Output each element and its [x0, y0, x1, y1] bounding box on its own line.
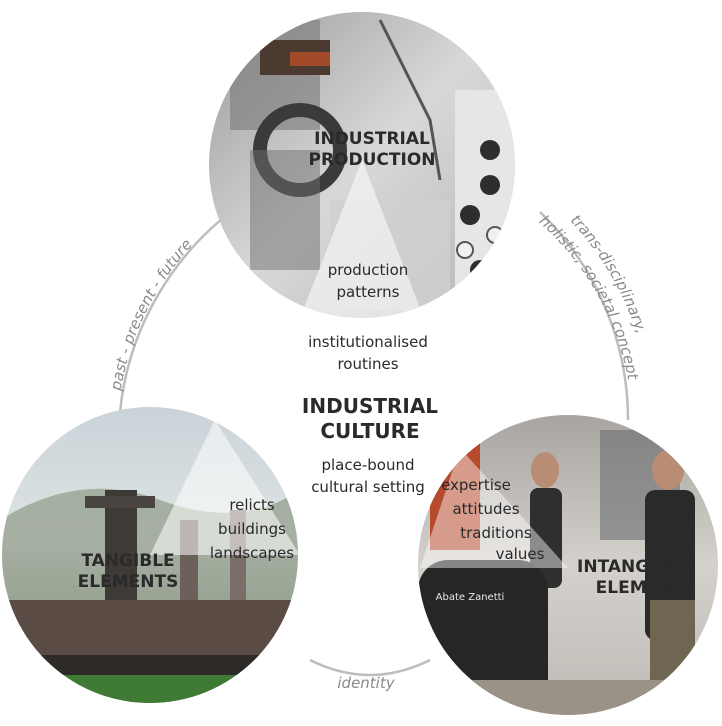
center-labels: institutionalised routines INDUSTRIAL CU…	[302, 333, 438, 496]
top-inner-line1: production	[328, 261, 409, 279]
steelworks-photo	[2, 407, 298, 703]
center-title-line2: CULTURE	[320, 419, 419, 443]
right-title-line1: INTANGIBLE	[577, 557, 691, 577]
arc-bottom	[309, 658, 431, 677]
top-title-line1: INDUSTRIAL	[314, 129, 430, 149]
machine-photo	[209, 12, 515, 318]
top-inner-line2: patterns	[337, 283, 400, 301]
right-title-line2: ELEMENTS	[596, 578, 697, 598]
center-routines-line1: institutionalised	[308, 333, 428, 351]
right-triangle-overlay	[420, 448, 568, 568]
left-inner-line3: landscapes	[210, 544, 294, 562]
circle-tangible-elements: relicts buildings landscapes TANGIBLE EL…	[2, 407, 298, 703]
circle-industrial-production: INDUSTRIAL PRODUCTION production pattern…	[209, 12, 515, 318]
left-inner-line1: relicts	[229, 496, 275, 514]
arc-label-bottom: identity	[337, 674, 395, 692]
right-inner-line3: traditions	[460, 524, 532, 542]
right-inner-line4: values	[496, 545, 545, 563]
arc-label-left: past - present - future	[107, 235, 196, 392]
arc-right	[539, 211, 630, 421]
center-setting-line2: cultural setting	[311, 478, 425, 496]
photo-logo-text: Abate Zanetti	[436, 592, 505, 603]
left-title-line2: ELEMENTS	[78, 572, 179, 592]
top-title-line2: PRODUCTION	[309, 150, 436, 170]
center-setting-line1: place-bound	[321, 456, 414, 474]
right-inner-line2: attitudes	[452, 500, 519, 518]
center-routines-line2: routines	[337, 355, 398, 373]
center-title-line1: INDUSTRIAL	[302, 394, 438, 418]
left-inner-line2: buildings	[218, 520, 286, 538]
top-triangle-overlay	[300, 160, 424, 318]
right-inner-line1: expertise	[441, 476, 511, 494]
left-triangle-overlay	[150, 420, 298, 555]
circle-intangible-elements: expertise attitudes traditions values IN…	[418, 415, 718, 715]
outer-circle-arcs	[118, 203, 630, 677]
arc-left	[118, 203, 241, 413]
left-title-line1: TANGIBLE	[81, 551, 174, 571]
